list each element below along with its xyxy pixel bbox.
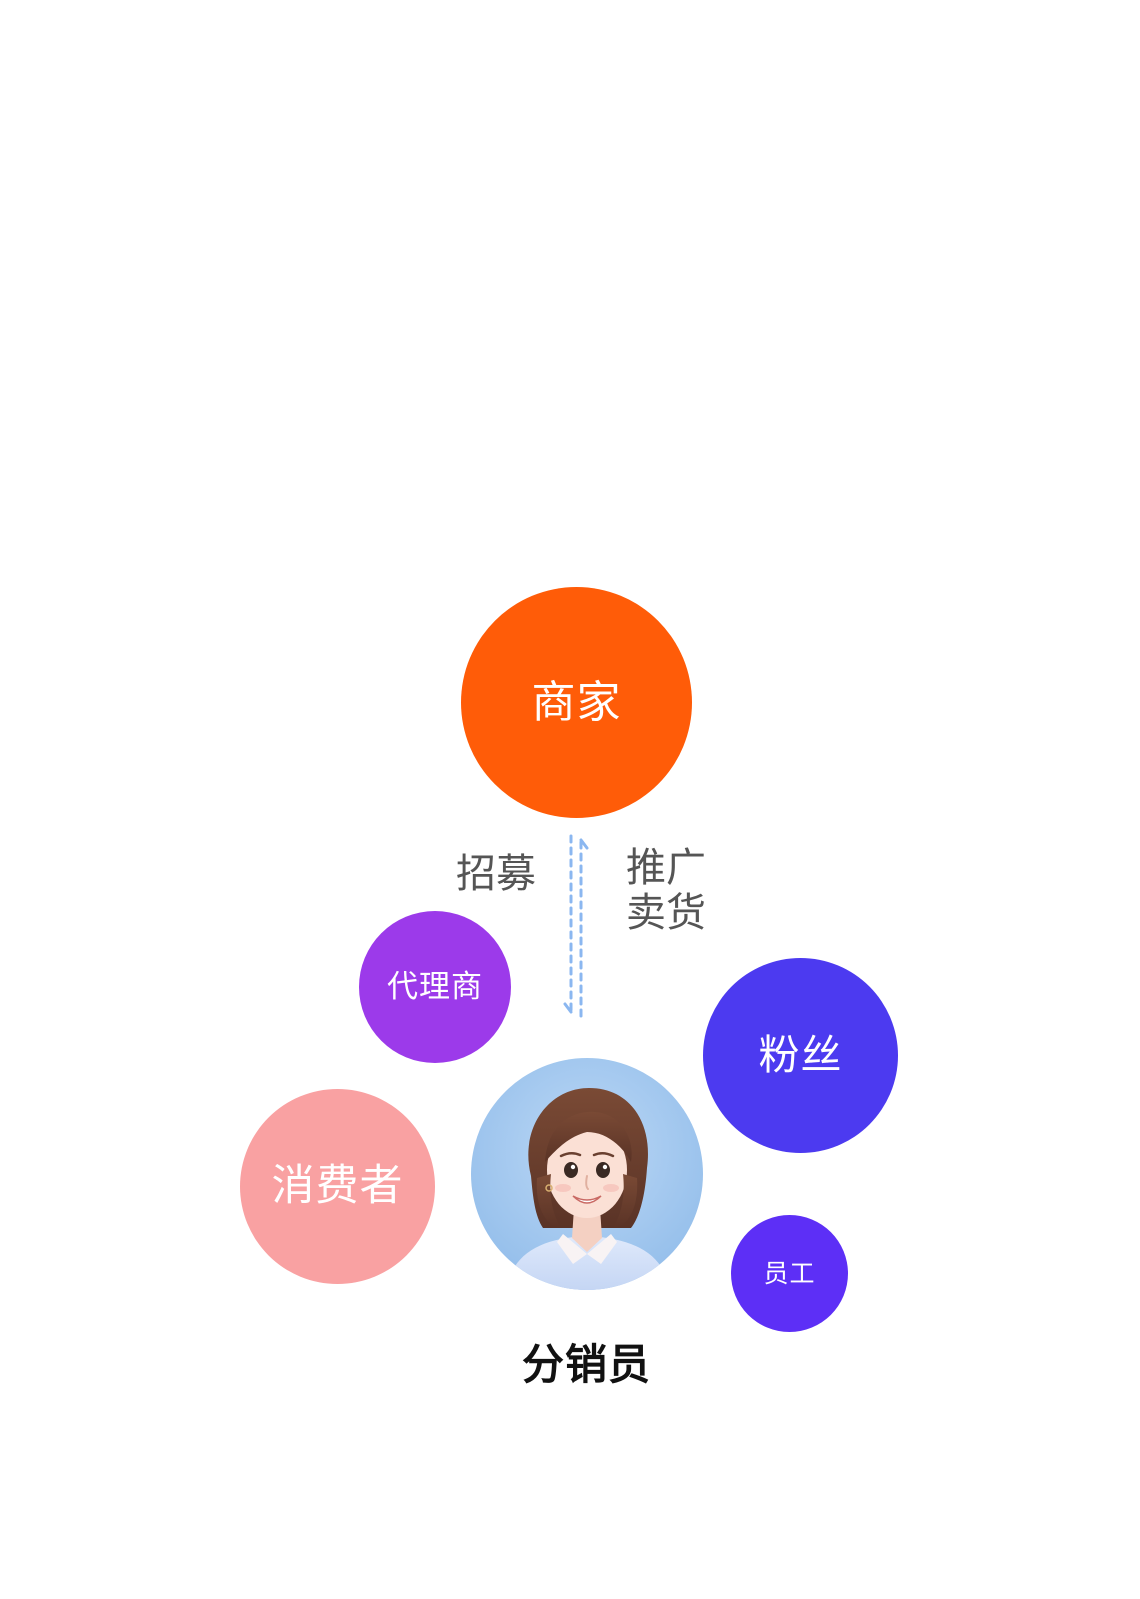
merchant-label: 商家 <box>531 676 622 728</box>
staff-node: 员工 <box>731 1215 848 1332</box>
promote-label: 推广 <box>626 845 706 891</box>
agent-label: 代理商 <box>387 968 483 1005</box>
woman-avatar-icon <box>471 1058 703 1290</box>
downward-arrow-head <box>563 1002 573 1014</box>
recruit-label: 招募 <box>456 851 536 897</box>
distributor-label: 分销员 <box>521 1340 651 1389</box>
merchant-node: 商家 <box>461 587 692 818</box>
bidirectional-flow-arrows <box>563 834 589 1018</box>
sell-label: 卖货 <box>626 889 706 936</box>
consumer-label: 消费者 <box>271 1161 404 1211</box>
consumer-node: 消费者 <box>240 1089 435 1284</box>
agent-node: 代理商 <box>359 911 511 1063</box>
fans-label: 粉丝 <box>758 1031 843 1079</box>
promote-sell-label: 推广 卖货 <box>626 846 721 936</box>
fans-node: 粉丝 <box>703 958 898 1153</box>
upward-arrow-head <box>579 838 589 850</box>
staff-label: 员工 <box>763 1259 816 1288</box>
